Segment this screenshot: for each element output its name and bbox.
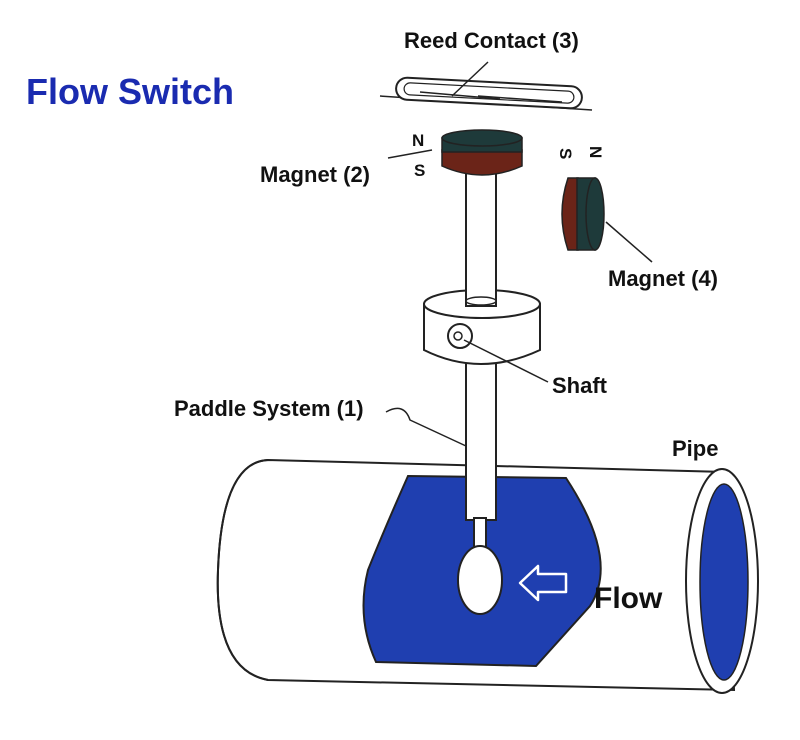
upper-rod xyxy=(465,169,497,307)
paddle xyxy=(457,545,503,615)
reed-contact-label: Reed Contact (3) xyxy=(404,28,579,53)
leader-lines xyxy=(385,61,653,447)
magnet-4-south-label: S xyxy=(556,148,575,159)
lower-rod xyxy=(465,361,497,521)
magnet-2-top xyxy=(441,129,523,147)
flow-arrow-icon xyxy=(518,564,568,602)
reed-contact-leader xyxy=(451,61,489,97)
magnet-4-label: Magnet (4) xyxy=(608,266,718,291)
pipe-label: Pipe xyxy=(672,436,718,461)
shaft-pivot-hole xyxy=(453,331,463,341)
magnet-4 xyxy=(561,177,605,251)
shaft-leader xyxy=(463,339,549,383)
magnet-2-south xyxy=(441,149,523,176)
magnet-2-north-label: N xyxy=(412,131,424,150)
flow-label: Flow xyxy=(594,582,663,615)
magnet-2-label: Magnet (2) xyxy=(260,162,370,187)
magnet-2-south-label: S xyxy=(414,161,425,180)
paddle-system xyxy=(423,169,541,615)
shaft-label: Shaft xyxy=(552,373,608,398)
paddle-system-label: Paddle System (1) xyxy=(174,396,364,421)
pipe-left-end xyxy=(216,459,269,681)
pipe-opening-water xyxy=(699,483,749,681)
magnet-4-north-label: N xyxy=(586,146,605,158)
magnet-4-leader xyxy=(605,221,653,263)
magnet-4-south xyxy=(561,177,579,251)
magnet-2 xyxy=(441,129,523,176)
magnet-2-leader xyxy=(387,149,433,159)
upper-rod-base xyxy=(465,296,497,306)
reed-contact xyxy=(379,76,593,111)
paddle-system-leader xyxy=(385,407,467,447)
magnet-4-face xyxy=(585,177,605,251)
diagram-title: Flow Switch xyxy=(26,71,234,112)
